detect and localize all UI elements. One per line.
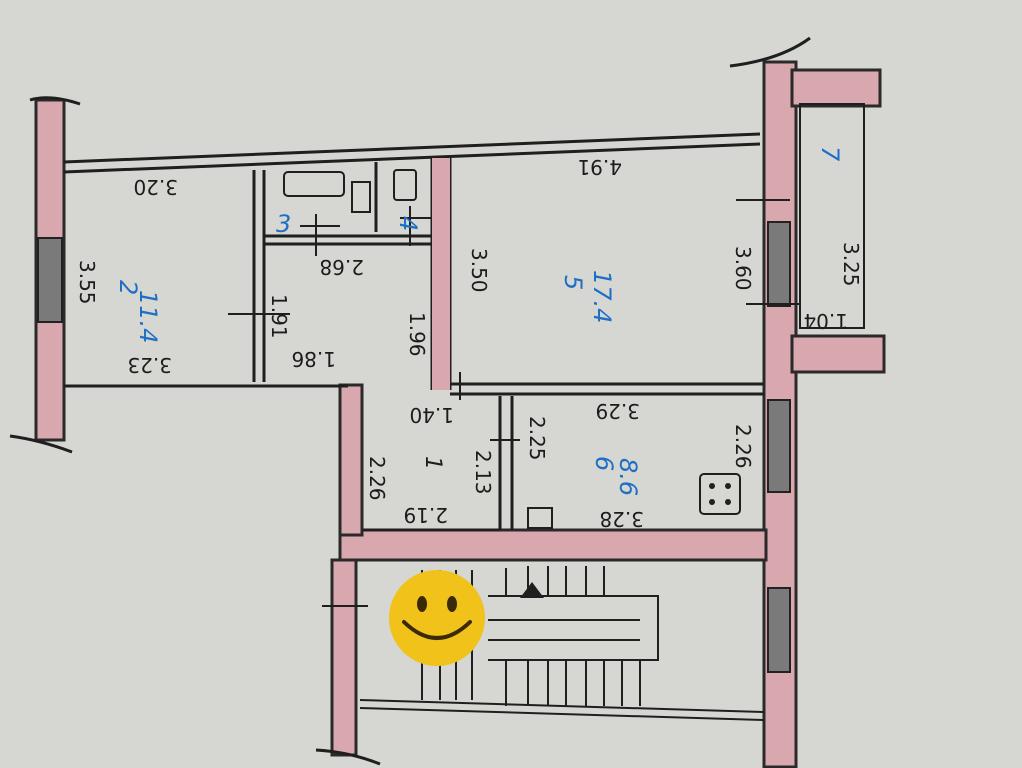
dim-room2-top: 3.20 [133,175,178,199]
break-mark-top-left [29,96,81,106]
top-wall-line [63,132,761,164]
dim-room3-width: 2.68 [319,255,364,279]
door-bathroom [300,214,340,256]
dim-hall-inner-b: 2.25 [525,416,549,461]
stairwell-left-wall [330,558,358,757]
stove-icon [699,473,741,515]
dim-hall-inner-a: 2.13 [471,450,495,495]
room2-number: 2 [114,280,142,295]
room1-number: 1 [420,456,445,470]
dim-hall-bottom: 2.19 [403,503,448,527]
window-room5 [767,221,791,307]
room5-left-wall-fill [432,158,450,390]
stove-burner-2 [725,483,731,489]
door-kitchen [490,426,520,470]
room7-number: 7 [816,146,844,162]
door-wc [400,206,432,246]
kitchen-sink-icon [527,507,553,529]
window-stairwell [767,587,791,673]
bathtub-icon [283,171,345,197]
break-mark-bottom [315,748,381,766]
top-wall-line-inner [63,142,761,174]
room5-number: 5 [559,275,587,290]
window-room6 [767,399,791,493]
stove-burner-1 [709,483,715,489]
stairwell-top-wall [338,528,768,562]
balcony-bottom-wall [790,334,886,374]
dim-room6-bottom: 3.28 [599,507,644,531]
dim-hall-width: 1.40 [409,403,454,427]
dim-room2-bottom: 3.23 [127,353,172,377]
dim-hall-side: 2.26 [365,456,389,501]
toilet-icon [393,169,417,201]
dim-balcony-width: 1.04 [803,309,848,333]
dim-balcony-length: 3.25 [839,242,863,287]
room5-area: 17.4 [588,270,616,323]
room2-area: 11.4 [134,290,162,343]
dim-room5-side: 3.50 [467,248,491,293]
room6-area: 8.6 [614,458,642,496]
dim-room2-side: 3.55 [75,260,99,305]
dim-room5-top: 4.91 [577,155,622,179]
stove-burner-3 [709,499,715,505]
stove-burner-4 [725,499,731,505]
dim-room6-top: 3.29 [595,399,640,423]
break-mark-top-right [729,36,811,68]
dim-room5-right: 3.60 [731,246,755,291]
balcony-top-wall [790,68,882,108]
room6-number: 6 [590,456,618,471]
dim-room6-right: 2.26 [731,424,755,469]
dim-hall-depth: 1.96 [405,312,429,357]
balcony-outline [799,103,865,329]
dim-corridor-width: 1.91 [267,294,291,339]
smiley-icon [389,570,485,666]
window-room2 [37,237,63,323]
hall-left-wall [338,383,364,537]
break-mark-bottom-left [9,434,73,454]
room4-number: 4 [394,216,422,231]
staircase-icon [359,566,765,721]
sink-icon [351,181,371,213]
room3-number: 3 [276,210,291,238]
dim-corridor-len: 1.86 [291,347,336,371]
